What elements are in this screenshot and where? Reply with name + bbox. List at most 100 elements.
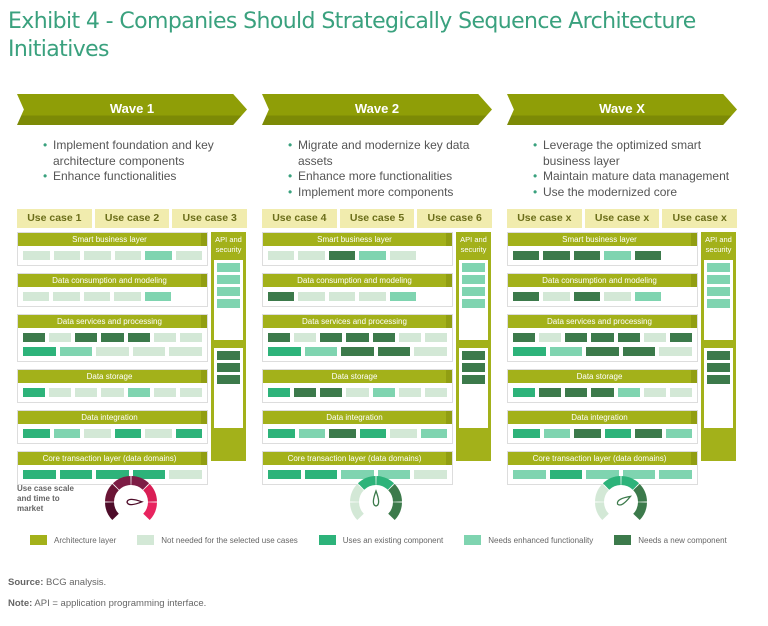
component-cell — [586, 347, 619, 356]
gauge-segment — [633, 483, 647, 502]
wave-arrow: Wave 1 — [17, 94, 247, 125]
component-cell — [462, 299, 485, 308]
component-cell — [635, 429, 662, 438]
layer-title: Data storage — [508, 370, 697, 383]
layer-title: Smart business layer — [263, 233, 452, 246]
component-cell — [49, 388, 72, 397]
legend-item: Architecture layer — [30, 535, 116, 545]
component-cell — [114, 251, 141, 260]
architecture-layer: Data integration — [17, 410, 208, 444]
architecture-layer: Data consumption and modeling — [507, 273, 698, 307]
page-title: Exhibit 4 - Companies Should Strategical… — [8, 9, 696, 62]
component-cell — [329, 429, 356, 438]
gauge-segment — [621, 476, 640, 490]
bullet-item: Implement foundation and key architectur… — [43, 138, 247, 169]
component-cell — [462, 275, 485, 284]
wave-column: Wave XLeverage the optimized smart busin… — [507, 94, 738, 492]
component-cell — [643, 333, 666, 342]
component-cell — [604, 251, 631, 260]
gauge-segment — [350, 483, 364, 502]
legend-swatch — [318, 535, 336, 545]
architecture-layer: Data services and processing — [507, 314, 698, 362]
component-cell — [179, 333, 202, 342]
component-cell — [59, 347, 93, 356]
component-cell — [294, 388, 317, 397]
wave-bullets: Migrate and modernize key data assetsEnh… — [288, 138, 492, 204]
component-cell — [217, 375, 240, 384]
component-cell — [132, 347, 166, 356]
component-cell — [539, 388, 562, 397]
legend-item: Uses an existing component — [318, 535, 444, 545]
component-cell — [153, 388, 176, 397]
layer-title: Data integration — [508, 411, 697, 424]
component-cell — [424, 333, 447, 342]
component-cell — [462, 263, 485, 272]
bullet-item: Implement more components — [288, 185, 492, 201]
component-cell — [707, 263, 730, 272]
speed-gauge-icon — [595, 476, 647, 521]
component-cell — [565, 333, 588, 342]
layer-title: Data consumption and modeling — [508, 274, 697, 287]
component-cell — [175, 251, 202, 260]
component-cell — [83, 292, 111, 301]
component-cell — [294, 333, 317, 342]
gauge-segment — [376, 476, 395, 490]
gauge-segment — [143, 502, 157, 521]
bullet-item: Enhance more functionalities — [288, 169, 492, 185]
component-cell — [669, 333, 692, 342]
component-cell — [175, 429, 202, 438]
layer-title: Data consumption and modeling — [18, 274, 207, 287]
component-cell — [359, 429, 386, 438]
component-cell — [377, 470, 411, 479]
component-cell — [23, 292, 50, 301]
architecture-layer: Core transaction layer (data domains) — [507, 451, 698, 485]
component-cell — [389, 292, 417, 301]
source-text: BCG analysis. — [43, 577, 107, 588]
legend-label: Not needed for the selected use cases — [161, 535, 298, 545]
component-cell — [513, 347, 546, 356]
component-cell — [341, 470, 374, 479]
legend-swatch — [30, 535, 47, 545]
speed-gauge-icon — [105, 476, 157, 521]
legend-swatch — [464, 535, 482, 545]
component-cell — [75, 388, 98, 397]
component-cell — [634, 292, 662, 301]
component-cell — [346, 333, 369, 342]
component-cell — [298, 251, 325, 260]
component-cell — [23, 429, 50, 438]
component-cell — [268, 251, 295, 260]
component-cell — [462, 375, 485, 384]
note: Note: API = application programming inte… — [8, 598, 206, 609]
component-cell — [549, 347, 583, 356]
wave-bullets: Leverage the optimized smart business la… — [533, 138, 737, 204]
layer-title: Core transaction layer (data domains) — [508, 452, 697, 465]
layer-title: Data storage — [18, 370, 207, 383]
architecture-layer: Smart business layer — [262, 232, 453, 266]
component-cell — [414, 470, 447, 479]
gauge-needle — [372, 489, 380, 507]
legend-label: Uses an existing component — [342, 535, 444, 545]
component-cell — [304, 470, 338, 479]
use-case-label: Use case 5 — [339, 209, 415, 228]
legend-item: Needs enhanced functionality — [464, 535, 593, 545]
component-cell — [390, 429, 417, 438]
bullet-item: Enhance functionalities — [43, 169, 247, 185]
use-case-label: Use case x — [507, 209, 582, 228]
component-cell — [359, 251, 386, 260]
api-label: API and security — [215, 235, 242, 254]
component-cell — [539, 333, 562, 342]
component-cell — [565, 388, 588, 397]
component-cell — [372, 333, 395, 342]
component-cell — [217, 263, 240, 272]
use-case-label: Use case 3 — [172, 209, 248, 228]
component-cell — [398, 388, 421, 397]
component-cell — [513, 251, 540, 260]
source: Source: BCG analysis. — [8, 577, 106, 588]
component-cell — [298, 429, 325, 438]
gauge-segment — [388, 483, 402, 502]
gauge-segment — [105, 483, 119, 502]
layer-title: Core transaction layer (data domains) — [263, 452, 452, 465]
